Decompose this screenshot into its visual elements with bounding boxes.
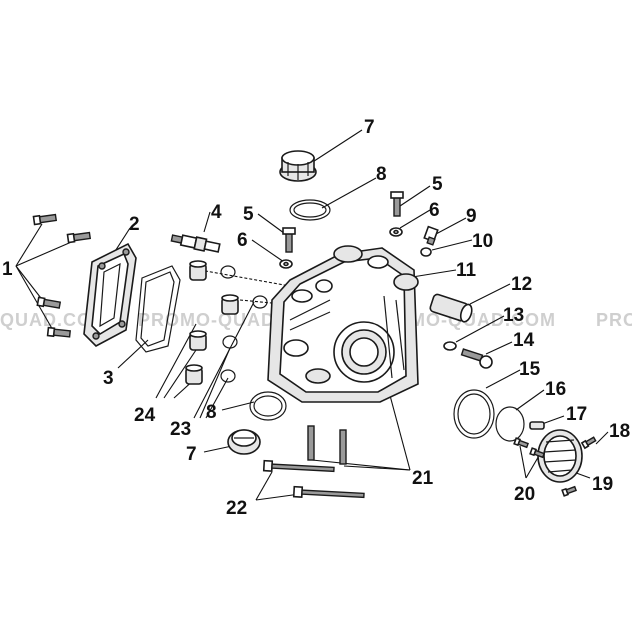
callout-5-right: 5: [432, 174, 443, 195]
bolt-left: [282, 227, 296, 253]
round-gasket: [495, 406, 525, 442]
washer-right: [389, 227, 403, 237]
watermark-text: PRO: [596, 310, 632, 330]
callout-6-right: 6: [429, 200, 440, 221]
callout-13: 13: [503, 305, 524, 326]
washer-left: [279, 259, 293, 269]
washer-13: [443, 341, 457, 351]
o-ring-top: [289, 199, 331, 221]
studs: [307, 425, 347, 465]
valve-cover-gasket: [135, 265, 181, 353]
callout-18: 18: [609, 421, 630, 442]
long-bolts: [262, 459, 365, 499]
callout-14: 14: [513, 330, 535, 351]
oil-filler-cap-top: [279, 150, 317, 182]
bolt-right: [390, 191, 404, 217]
callout-6-left: 6: [237, 230, 248, 251]
callout-10: 10: [472, 231, 493, 252]
intake-sleeve: [429, 293, 473, 323]
oil-filler-cap-bottom: [227, 429, 261, 455]
leader-lines: [15, 129, 609, 501]
bolt-14: [460, 348, 493, 369]
callout-20: 20: [514, 484, 535, 505]
callout-11: 11: [456, 260, 477, 281]
callout-5-left: 5: [243, 204, 254, 225]
callout-19: 19: [592, 474, 613, 495]
callout-1: 1: [2, 259, 13, 280]
callout-15: 15: [519, 359, 541, 380]
cover-screws: [513, 436, 597, 497]
callout-12: 12: [511, 274, 532, 295]
callout-7-top: 7: [364, 117, 375, 138]
cover-bolts: [32, 213, 92, 338]
small-o-rings: [220, 265, 268, 383]
callout-16: 16: [545, 379, 566, 400]
callout-23: 23: [170, 419, 191, 440]
dowel-pin: [529, 421, 545, 430]
callout-8-bottom: 8: [206, 402, 217, 423]
callout-2: 2: [129, 214, 140, 235]
spark-plug: [170, 234, 221, 253]
side-cover: [537, 429, 583, 483]
callout-17: 17: [566, 404, 587, 425]
sealing-washer: [420, 247, 432, 257]
valve-cover: [83, 242, 137, 347]
callout-21: 21: [412, 468, 434, 489]
callout-22: 22: [226, 498, 247, 519]
sensor-plug: [423, 225, 439, 246]
large-o-ring: [453, 389, 495, 439]
callout-7-bottom: 7: [186, 444, 197, 465]
callout-9: 9: [466, 206, 477, 227]
callout-labels: 1 2 3 4 5 6 7 8 5 6 9 10 11 12 13 14 15 …: [2, 117, 630, 519]
valve-caps: [185, 260, 239, 385]
o-ring-bottom: [249, 391, 287, 421]
watermark-text: QUAD.COM: [0, 310, 108, 330]
callout-8-top: 8: [376, 164, 387, 185]
callout-24: 24: [134, 405, 156, 426]
cylinder-head: [267, 245, 419, 403]
callout-3: 3: [103, 368, 114, 389]
callout-4: 4: [211, 202, 222, 223]
